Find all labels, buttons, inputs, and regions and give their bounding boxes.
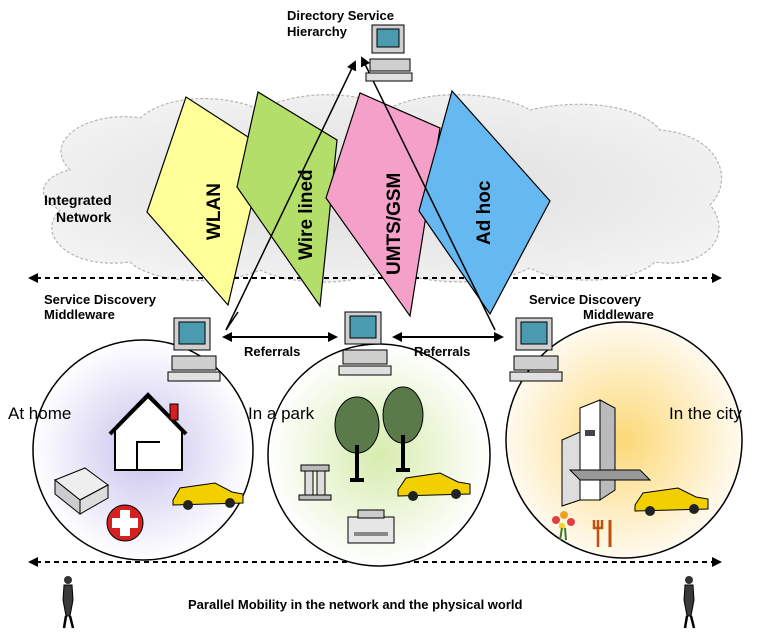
printer-icon <box>54 467 109 516</box>
flowers-icon <box>552 511 575 541</box>
computer-icon-directory <box>365 24 413 82</box>
printer-icon-park <box>347 509 395 544</box>
sdm-right-line2: Middleware <box>583 307 654 322</box>
person-icon-left <box>62 576 75 629</box>
arrow-left-tail <box>225 311 239 331</box>
sdm-left-line1: Service Discovery <box>44 292 157 307</box>
person-icon-right <box>683 576 696 629</box>
arrow-left-to-directory <box>225 60 357 331</box>
place-park-label: In a park <box>248 404 315 423</box>
taxi-icon-home <box>172 482 244 510</box>
buildings-icon <box>561 399 652 507</box>
plane-umts <box>325 92 441 318</box>
sdm-right-line1: Service Discovery <box>529 292 642 307</box>
umts-label: UMTS/GSM <box>384 173 405 275</box>
wired-label: Wire lined <box>296 169 317 260</box>
footer-caption: Parallel Mobility in the network and the… <box>188 597 523 612</box>
referrals-left-label: Referrals <box>244 344 301 359</box>
place-city-label: In the city <box>669 404 742 423</box>
house-icon <box>108 392 188 471</box>
place-home-label: At home <box>8 404 72 423</box>
referrals-right-label: Referrals <box>414 344 471 359</box>
plane-wired <box>236 91 338 308</box>
first-aid-icon <box>106 504 144 542</box>
taxi-icon-city <box>634 487 709 516</box>
tree-icon-left <box>334 396 380 482</box>
directory-label-line2: Hierarchy <box>287 24 347 39</box>
network-label-line1: Integrated <box>44 192 112 208</box>
computer-icon-city <box>509 317 563 382</box>
plane-adhoc <box>418 89 551 316</box>
taxi-icon-park <box>397 472 471 501</box>
arrow-right-to-directory <box>361 56 496 331</box>
cutlery-icon <box>592 520 612 547</box>
tree-icon-right <box>382 386 424 472</box>
computer-icon-park <box>338 311 392 376</box>
adhoc-label: Ad hoc <box>474 180 495 245</box>
monument-icon <box>298 464 332 501</box>
computer-icon-home <box>167 317 221 382</box>
wlan-label: WLAN <box>204 183 225 240</box>
directory-label-line1: Directory Service <box>287 8 394 23</box>
network-label-line2: Network <box>56 209 112 225</box>
sdm-left-line2: Middleware <box>44 307 115 322</box>
